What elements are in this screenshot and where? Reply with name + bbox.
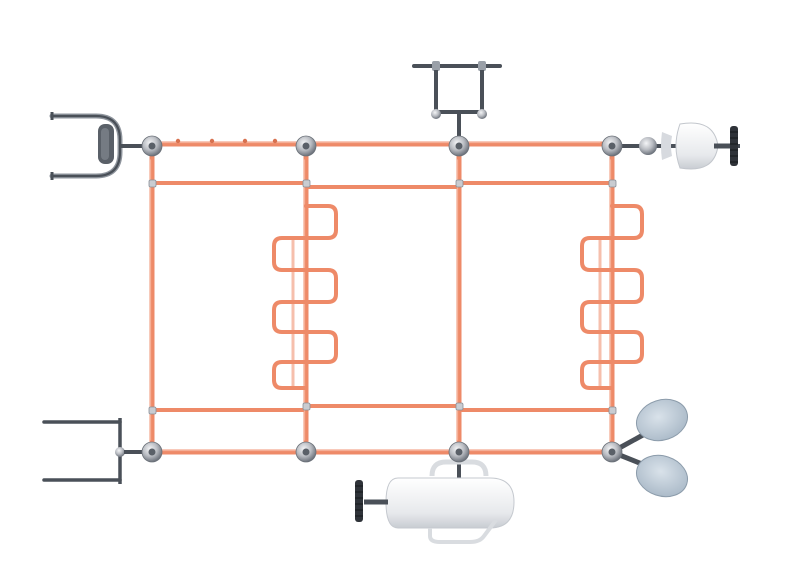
joint-top-left	[141, 135, 163, 157]
joint-top-mid-left	[295, 135, 317, 157]
bottom-left-bar-station	[42, 418, 142, 484]
inner-rails	[153, 181, 611, 412]
joint-bottom-mid-left	[295, 441, 317, 463]
left-serpentine-ladder	[272, 204, 338, 390]
right-serpentine-ladder	[580, 204, 644, 390]
foot-plates-icon	[636, 398, 688, 442]
top-center-handlebar-station	[412, 61, 502, 136]
joint-bottom-left	[141, 441, 163, 463]
orange-pipe-frame	[148, 138, 617, 455]
frame-joints	[141, 135, 623, 463]
top-right-rider-station	[622, 122, 740, 170]
rail-clamps	[148, 179, 617, 415]
pedal-icon	[355, 480, 363, 522]
pedal-seat-icon	[675, 122, 719, 170]
joint-top-mid-right	[448, 135, 470, 157]
joint-bottom-mid-right	[448, 441, 470, 463]
vertical-posts	[149, 143, 615, 455]
bottom-right-plate-station	[609, 398, 688, 498]
joint-bottom-right	[601, 441, 623, 463]
joint-top-right	[601, 135, 623, 157]
bottom-center-capsule-station	[355, 459, 515, 544]
beam-fittings	[175, 138, 278, 144]
main-beams	[149, 141, 615, 455]
top-left-handle-station	[49, 112, 142, 180]
